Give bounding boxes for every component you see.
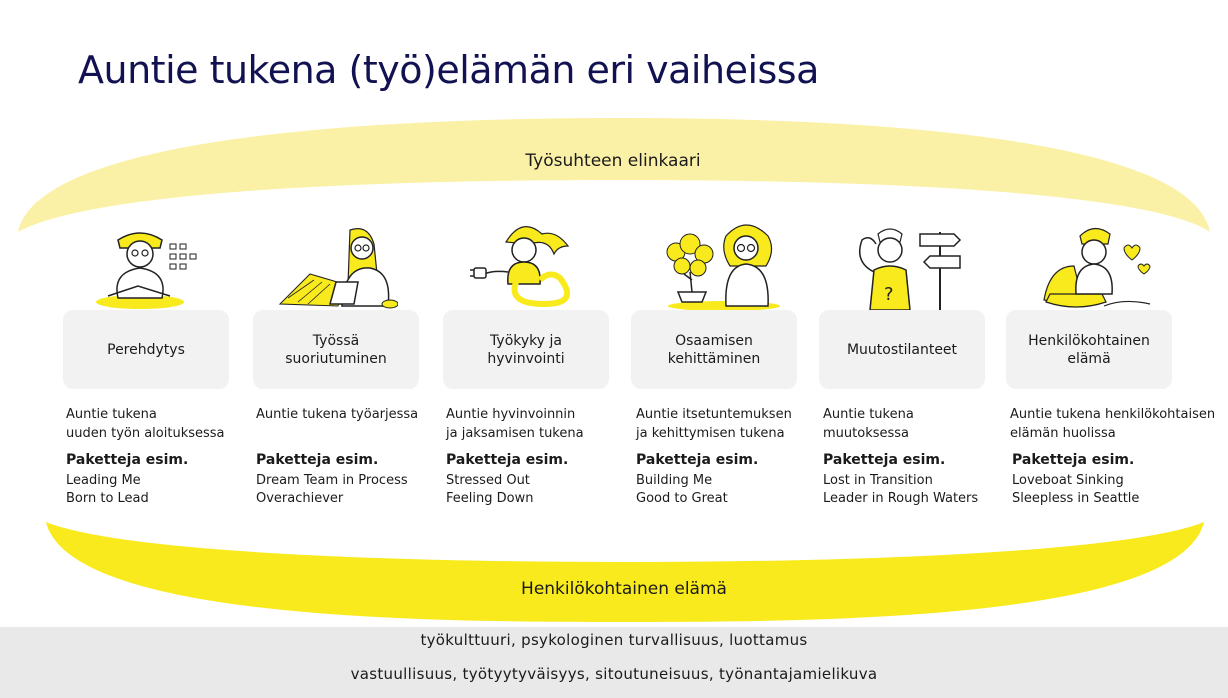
person-laptop-icon <box>278 228 398 309</box>
phase-title: Muutostilanteet <box>846 341 958 358</box>
phase-description: Auntie tukena uuden työn aloituksessa <box>66 407 225 441</box>
package-item: Lost in Transition <box>823 473 933 488</box>
package-item: Stressed Out <box>446 473 530 488</box>
packages-label: Paketteja esim. <box>636 452 759 468</box>
package-item: Leading Me <box>66 473 141 488</box>
packages-list: Loveboat Sinking Sleepless in Seattle <box>1012 472 1139 508</box>
package-item: Dream Team in Process <box>256 473 408 488</box>
packages-list: Leading Me Born to Lead <box>66 472 149 508</box>
phase-title: Työssä suoriutuminen <box>285 332 387 367</box>
package-item: Born to Lead <box>66 491 149 506</box>
phase-title: Työkyky ja hyvinvointi <box>487 332 565 367</box>
phase-card-perehdytys: Perehdytys <box>63 310 229 389</box>
packages-label: Paketteja esim. <box>66 452 189 468</box>
footer-line: työkulttuuri, psykologinen turvallisuus,… <box>420 631 808 649</box>
bottom-band-arc <box>46 522 1204 622</box>
top-band-arc <box>18 118 1210 232</box>
package-item: Feeling Down <box>446 491 534 506</box>
person-plug-icon <box>470 226 571 308</box>
band-top-label: Työsuhteen elinkaari <box>525 151 701 171</box>
person-boat-icon <box>1043 227 1151 308</box>
phase-title: Perehdytys <box>107 341 185 358</box>
packages-label: Paketteja esim. <box>1012 452 1135 468</box>
phase-description: Auntie itsetuntemuksen ja kehittymisen t… <box>636 407 792 441</box>
package-item: Good to Great <box>636 491 728 506</box>
phase-card-muutostilanteet: Muutostilanteet <box>819 310 985 389</box>
phase-card-tyossa-suoriutuminen: Työssä suoriutuminen <box>253 310 419 389</box>
packages-list: Lost in Transition Leader in Rough Water… <box>823 472 978 508</box>
svg-text:?: ? <box>884 284 894 305</box>
packages-label: Paketteja esim. <box>256 452 379 468</box>
values-footer: työkulttuuri, psykologinen turvallisuus,… <box>0 627 1228 698</box>
phase-description: Auntie tukena henkilökohtaisen elämän hu… <box>1010 407 1216 441</box>
person-bonsai-icon <box>666 224 780 311</box>
phase-card-henkilokohtainen-elama: Henkilökohtainen elämä <box>1006 310 1172 389</box>
phase-description: Auntie hyvinvoinnin ja jaksamisen tukena <box>446 407 584 441</box>
packages-list: Building Me Good to Great <box>636 472 728 508</box>
packages-label: Paketteja esim. <box>823 452 946 468</box>
phase-title: Henkilökohtainen elämä <box>1028 332 1150 367</box>
phase-description: Auntie tukena työarjessa <box>256 407 419 422</box>
phase-title: Osaamisen kehittäminen <box>667 332 761 367</box>
phase-card-tyokyky-ja-hyvinvointi: Työkyky ja hyvinvointi <box>443 310 609 389</box>
person-checklist-icon <box>96 232 197 309</box>
packages-label: Paketteja esim. <box>446 452 569 468</box>
package-item: Sleepless in Seattle <box>1012 491 1140 506</box>
band-bottom-label: Henkilökohtainen elämä <box>521 579 727 599</box>
package-item: Loveboat Sinking <box>1012 473 1124 488</box>
page-title: Auntie tukena (työ)elämän eri vaiheissa <box>78 48 819 92</box>
package-item: Overachiever <box>256 491 344 506</box>
packages-list: Stressed Out Feeling Down <box>446 472 533 508</box>
phase-card-osaamisen-kehittaminen: Osaamisen kehittäminen <box>631 310 797 389</box>
package-item: Building Me <box>636 473 713 488</box>
footer-line: vastuullisuus, työtyytyväisyys, sitoutun… <box>350 665 878 683</box>
phase-description: Auntie tukena muutoksessa <box>823 407 914 441</box>
person-signpost-icon: ? <box>859 228 962 311</box>
packages-list: Dream Team in Process Overachiever <box>256 472 408 508</box>
package-item: Leader in Rough Waters <box>823 491 979 506</box>
